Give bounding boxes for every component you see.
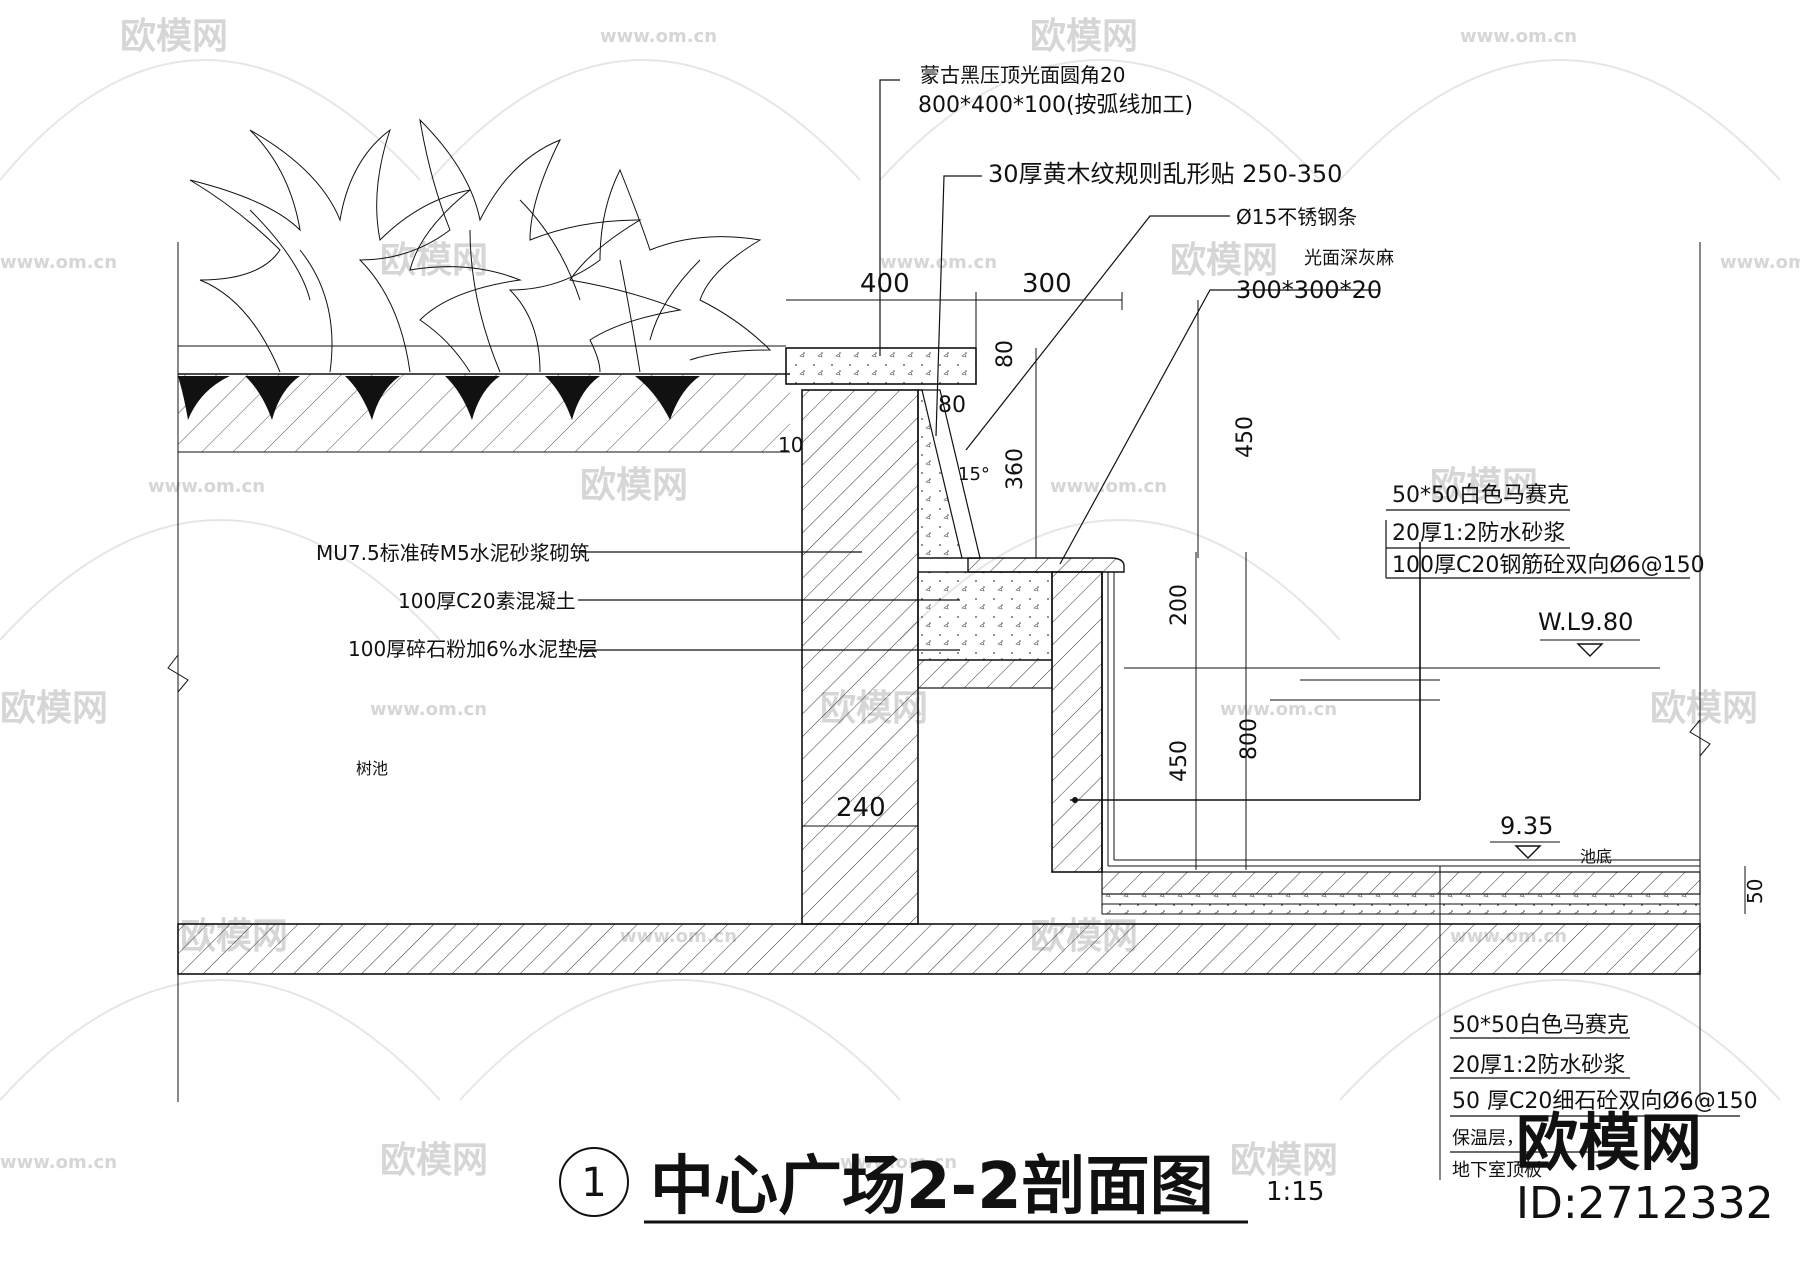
pool-floor-layer-5: 地下室顶板 — [1452, 1160, 1542, 1181]
pool-bottom-level-label: 9.35 — [1500, 812, 1553, 840]
drawing-number-circle — [559, 1147, 629, 1217]
callout-cap-stone-2: 800*400*100(按弧线加工) — [918, 93, 1193, 118]
svg-text:www.om.cn: www.om.cn — [1720, 252, 1800, 273]
drawing-scale: 1:15 — [1266, 1177, 1324, 1207]
dim-400: 400 — [860, 269, 910, 299]
svg-text:www.om.cn: www.om.cn — [0, 1152, 117, 1173]
svg-text:欧模网: 欧模网 — [1650, 688, 1758, 729]
dimension-labels: 400 300 80 80 10 15° 360 450 200 450 800… — [778, 269, 1767, 904]
dim-50: 50 — [1743, 879, 1767, 904]
svg-text:欧模网: 欧模网 — [1230, 1140, 1338, 1181]
svg-text:www.om.cn: www.om.cn — [600, 26, 717, 47]
svg-text:www.om.cn: www.om.cn — [1050, 476, 1167, 497]
svg-text:欧模网: 欧模网 — [1430, 465, 1538, 506]
dimension-lines — [786, 292, 1746, 1180]
water-surface — [1070, 542, 1660, 803]
watermark-brand-block: 欧模网 ID:2712332 — [1516, 1106, 1774, 1229]
svg-text:www.om.cn: www.om.cn — [370, 699, 487, 720]
dim-360: 360 — [1003, 448, 1028, 490]
shrub-plants — [189, 118, 772, 373]
callout-leaders — [578, 79, 1740, 1153]
dim-800: 800 — [1237, 718, 1262, 760]
svg-text:欧模网: 欧模网 — [120, 16, 228, 57]
dim-200: 200 — [1167, 584, 1192, 626]
callout-texts: 蒙古黑压顶光面圆角20 800*400*100(按弧线加工) 30厚黄木纹规则乱… — [316, 63, 1758, 1181]
callout-concrete: 100厚C20素混凝土 — [398, 589, 576, 613]
svg-text:www.om.cn: www.om.cn — [1460, 26, 1577, 47]
dim-450-upper: 450 — [1233, 416, 1258, 458]
callout-tree-pit: 树池 — [356, 759, 388, 778]
svg-text:欧模网: 欧模网 — [1170, 240, 1278, 281]
svg-text:www.om.cn: www.om.cn — [148, 476, 265, 497]
callout-cap-stone-1: 蒙古黑压顶光面圆角20 — [920, 63, 1125, 87]
level-markers — [1490, 639, 1640, 859]
pool-floor-layer-1: 50*50白色马赛克 — [1452, 1013, 1629, 1038]
pool-wall — [967, 557, 1125, 873]
callout-wood-veneer: 30厚黄木纹规则乱形贴 250-350 — [988, 160, 1342, 188]
svg-text:www.om.cn: www.om.cn — [0, 252, 117, 273]
pool-bottom-label: 池底 — [1580, 847, 1612, 866]
dim-angle: 15° — [958, 464, 990, 485]
watermark-id: ID:2712332 — [1516, 1178, 1774, 1229]
pool-wall-layer-3: 100厚C20钢筋砼双向Ø6@150 — [1392, 553, 1705, 578]
svg-text:欧模网: 欧模网 — [1030, 16, 1138, 57]
watermark-arcs — [0, 59, 1781, 1101]
callout-gravel: 100厚碎石粉加6%水泥垫层 — [348, 637, 598, 661]
dim-240: 240 — [836, 793, 886, 823]
dim-80: 80 — [938, 393, 966, 418]
ground-cover-spikes — [178, 376, 700, 420]
title-block: 1 中心广场2-2剖面图 1:15 — [559, 1147, 1324, 1224]
svg-text:www.om.cn: www.om.cn — [880, 252, 997, 273]
seat-base-layers — [917, 571, 1053, 689]
drawing-number: 1 — [581, 1160, 606, 1206]
pool-floor-layer-4: 保温层， — [1452, 1128, 1524, 1149]
svg-text:欧模网: 欧模网 — [0, 688, 108, 729]
watermark-brand-large: 欧模网 — [1516, 1106, 1702, 1179]
pool-wall-layer-2: 20厚1:2防水砂浆 — [1392, 521, 1565, 546]
water-level-label: W.L9.80 — [1538, 608, 1633, 636]
callout-steel-strip: Ø15不锈钢条 — [1236, 205, 1357, 229]
pool-floor-layer-2: 20厚1:2防水砂浆 — [1452, 1053, 1625, 1078]
drawing-title: 中心广场2-2剖面图 — [650, 1150, 1214, 1224]
svg-text:欧模网: 欧模网 — [380, 1140, 488, 1181]
svg-text:www.om.cn: www.om.cn — [1220, 699, 1337, 720]
basement-slab — [177, 242, 1711, 1102]
dim-80-vertical: 80 — [993, 340, 1018, 368]
brick-wall — [785, 347, 977, 925]
pool-wall-layer-1: 50*50白色马赛克 — [1392, 483, 1569, 508]
callout-tile-2: 300*300*20 — [1236, 276, 1382, 304]
callout-brick: MU7.5标准砖M5水泥砂浆砌筑 — [316, 541, 590, 565]
pool-floor-layer-3: 50 厚C20细石砼双向Ø6@150 — [1452, 1089, 1758, 1114]
pool-floor — [1101, 859, 1701, 915]
dim-300: 300 — [1022, 269, 1072, 299]
dim-10: 10 — [778, 433, 803, 457]
dim-450-lower: 450 — [1167, 740, 1192, 782]
callout-tile-1: 光面深灰麻 — [1304, 248, 1394, 269]
svg-text:www.om.cn: www.om.cn — [840, 1152, 957, 1173]
svg-text:欧模网: 欧模网 — [580, 465, 688, 506]
